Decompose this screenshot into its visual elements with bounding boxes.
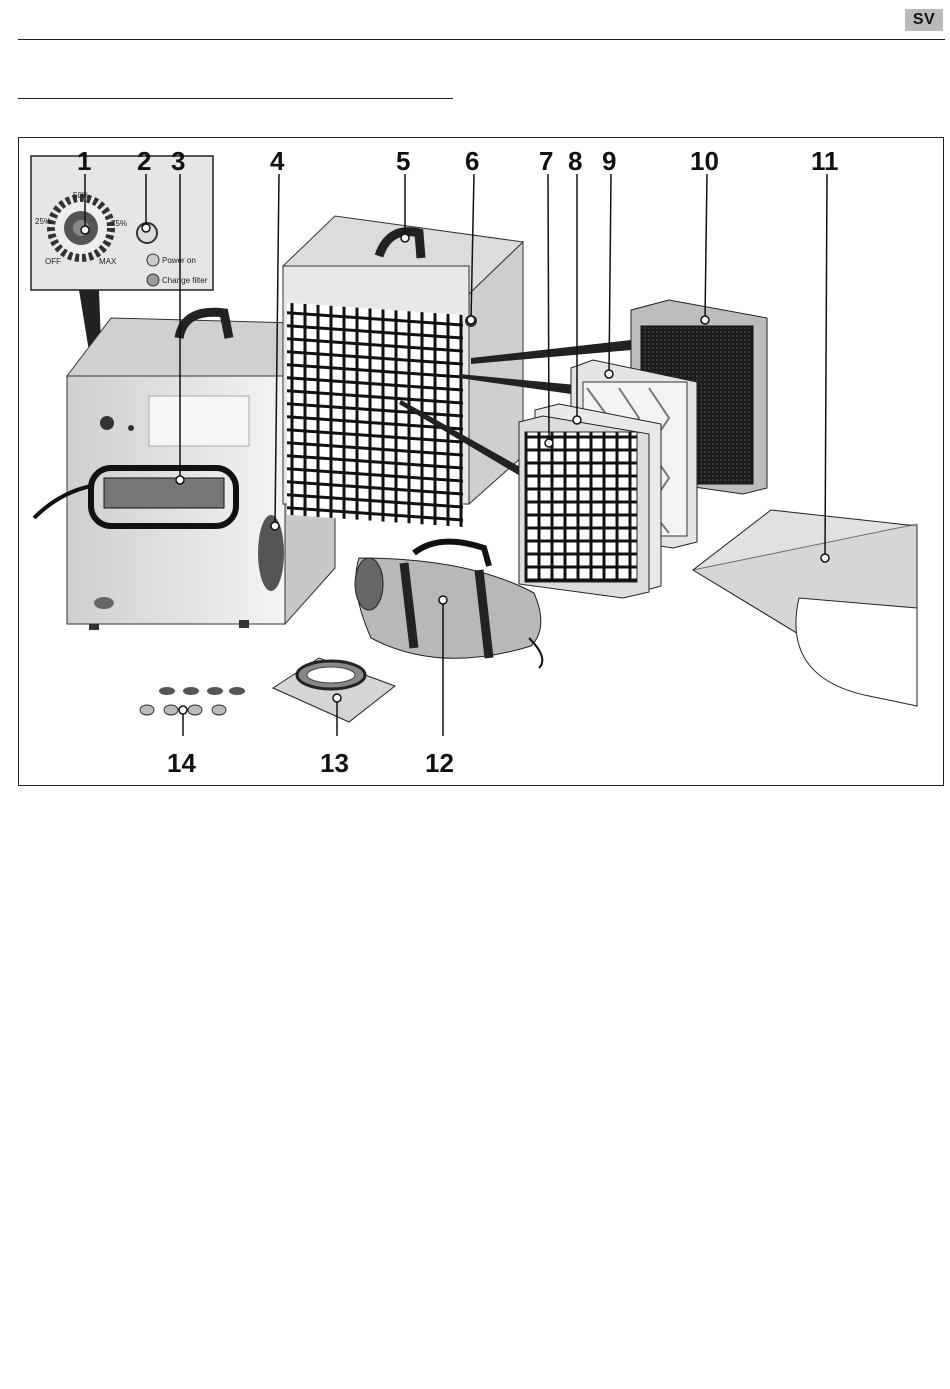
dial-label-50: 50% (73, 191, 89, 200)
indicator-power-label: Power on (162, 256, 196, 265)
callout-9: 9 (602, 146, 616, 176)
inlet-hood (693, 510, 917, 706)
callout-8: 8 (568, 146, 582, 176)
coarse-filter (519, 416, 649, 598)
dial-label-off: OFF (45, 257, 61, 266)
callout-13: 13 (320, 748, 349, 778)
callout-7: 7 (539, 146, 553, 176)
exploded-diagram: 25% 50% 75% OFF MAX Power on Change filt… (19, 138, 945, 787)
section-rule (18, 98, 453, 99)
callout-5: 5 (396, 146, 410, 176)
indicator-filter-label: Change filter (162, 276, 208, 285)
language-badge: SV (905, 9, 943, 31)
product-figure: 25% 50% 75% OFF MAX Power on Change filt… (18, 137, 944, 786)
callout-4: 4 (270, 146, 285, 176)
header-rule (18, 39, 945, 40)
pre-filter-grid (287, 303, 463, 527)
callout-2: 2 (137, 146, 151, 176)
callout-14: 14 (167, 748, 196, 778)
hose-flange (273, 658, 395, 722)
air-cleaner-unit-rear (283, 216, 523, 527)
callout-6: 6 (465, 146, 479, 176)
callout-10: 10 (690, 146, 719, 176)
hose-bag (355, 542, 542, 668)
dial-label-75: 75% (111, 219, 127, 228)
dial-label-25: 25% (35, 217, 51, 226)
callout-12: 12 (425, 748, 454, 778)
callout-11: 11 (811, 146, 839, 176)
callout-3: 3 (171, 146, 185, 176)
callout-1: 1 (77, 146, 91, 176)
dial-label-max: MAX (99, 257, 117, 266)
mounting-screws (140, 687, 245, 715)
